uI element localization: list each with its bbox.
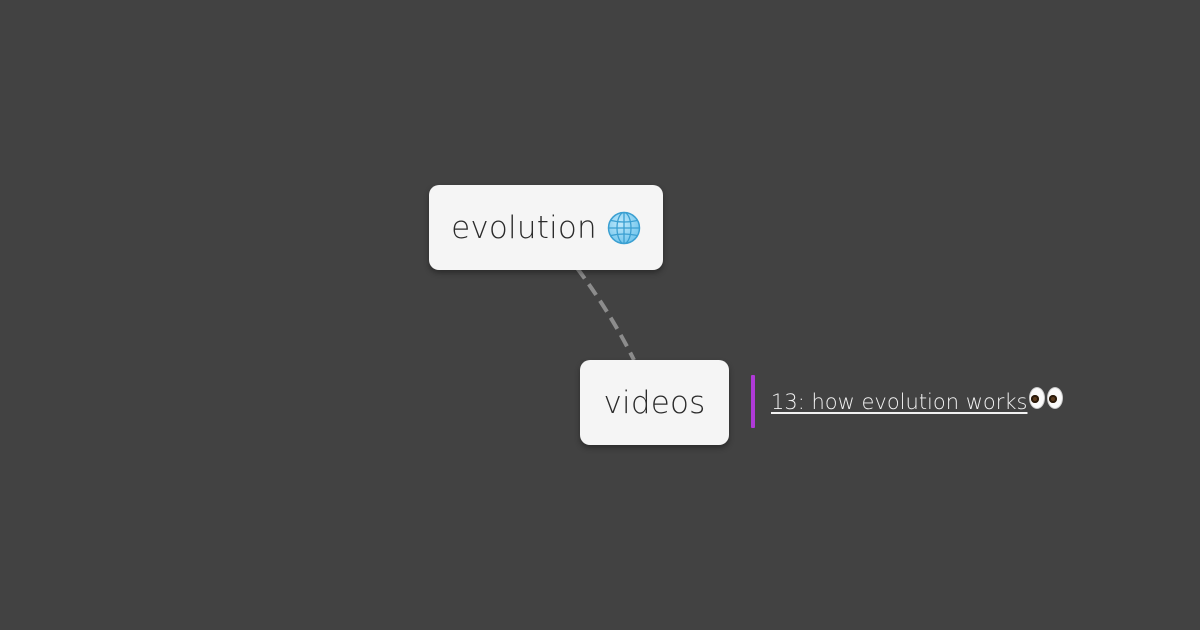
child-node-label: videos [603, 384, 706, 421]
root-node-evolution[interactable]: evolution [429, 185, 663, 270]
video-link[interactable]: 13: how evolution works [771, 390, 1027, 414]
video-link-label: 13: how evolution works [771, 389, 1028, 414]
video-link-item[interactable]: 13: how evolution works [751, 375, 1065, 428]
root-node-label: evolution [451, 209, 597, 246]
link-accent-bar [751, 375, 755, 428]
child-node-videos[interactable]: videos [580, 360, 729, 445]
root-to-videos-connector [575, 266, 636, 361]
eyes-icon [1029, 386, 1065, 409]
globe-icon [607, 211, 641, 245]
